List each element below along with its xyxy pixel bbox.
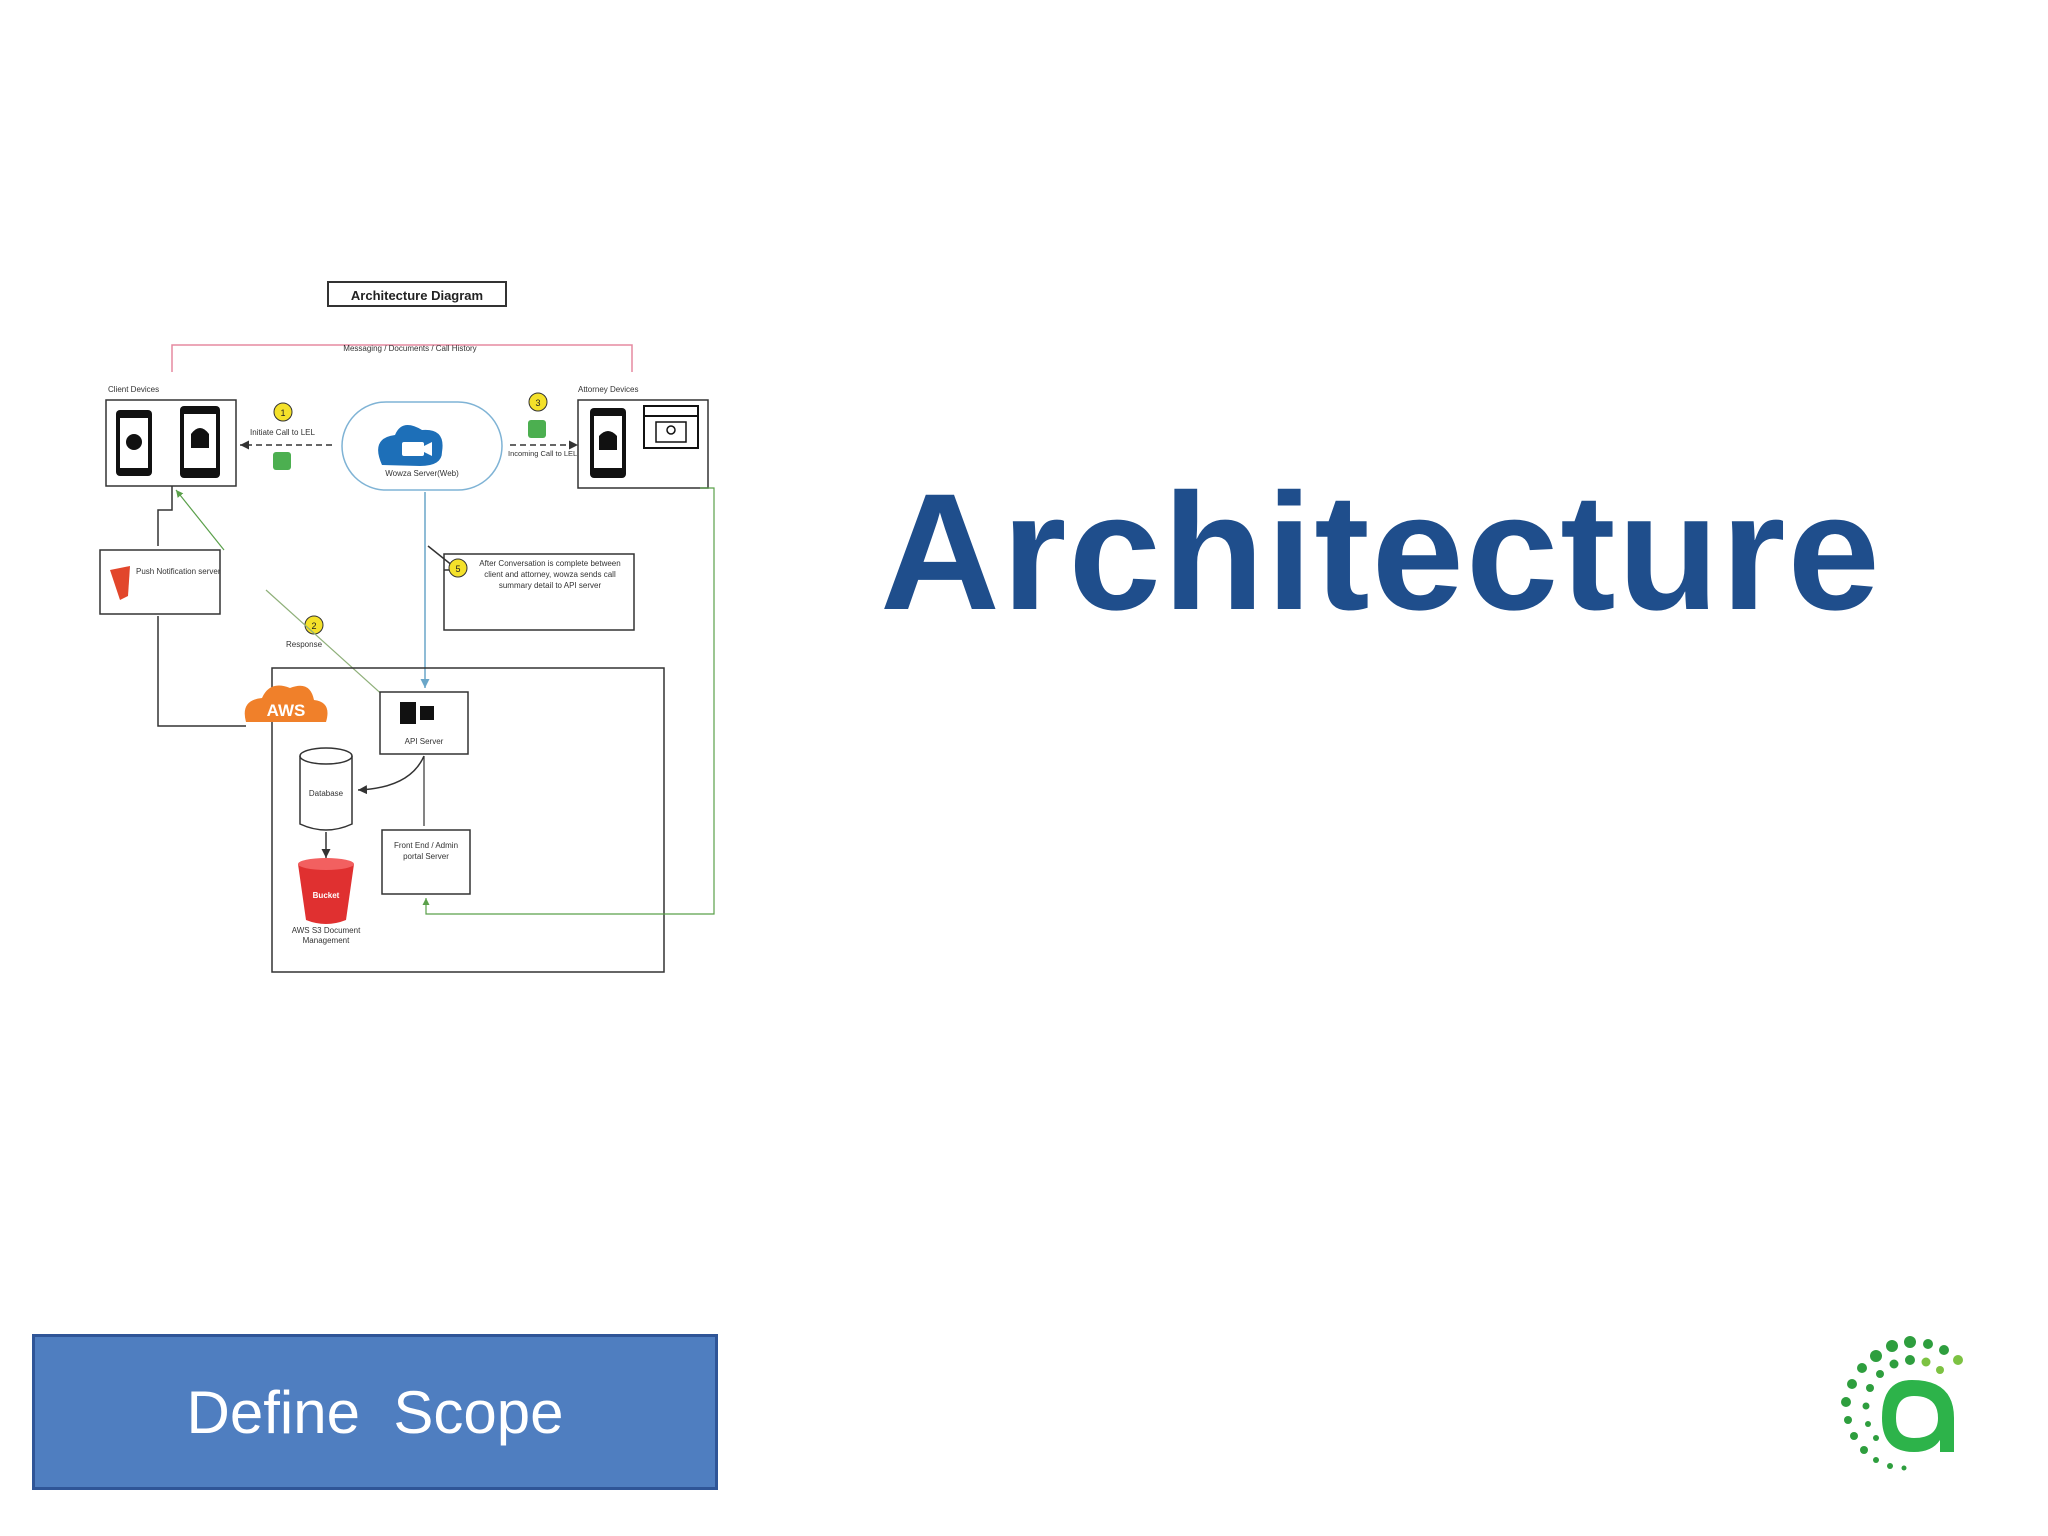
api-icon	[400, 702, 416, 724]
top-link-label: Messaging / Documents / Call History	[343, 344, 476, 353]
api-server-box	[379, 691, 469, 755]
incoming-call-label: Incoming Call to LEL	[508, 449, 577, 458]
diagram-title: Architecture Diagram	[351, 288, 483, 303]
phone-icon	[273, 452, 291, 470]
frontend-label: Front End / Admin portal Server	[393, 841, 459, 861]
note-box	[443, 553, 635, 631]
database-label: Database	[309, 789, 344, 798]
s3-label: AWS S3 Document Management	[291, 926, 361, 945]
phone-icon-2	[528, 420, 546, 438]
slide-title: Architecture	[880, 460, 1882, 645]
bucket-label: Bucket	[313, 891, 340, 900]
push-server-label: Push Notification server	[136, 567, 221, 576]
s3-bucket-icon	[298, 864, 354, 924]
attorney-to-frontend-link	[422, 487, 715, 915]
svg-text:3: 3	[535, 398, 540, 408]
company-logo	[1830, 1330, 1990, 1490]
logo-letter-a	[1882, 1380, 1954, 1452]
firebase-icon	[110, 566, 130, 600]
diagram-title-box	[327, 281, 507, 307]
svg-text:1: 1	[280, 408, 285, 418]
aws-container	[271, 667, 665, 973]
svg-text:2: 2	[311, 621, 316, 631]
database-icon	[299, 756, 353, 831]
architecture-diagram: Architecture Diagram Messaging / Documen…	[90, 270, 750, 980]
note-text: After Conversation is complete between c…	[479, 559, 621, 590]
initiate-call-label: Initiate Call to LEL	[250, 428, 315, 437]
android-icon	[191, 428, 209, 448]
apple-icon	[126, 434, 142, 450]
attorney-devices-label: Attorney Devices	[578, 385, 638, 394]
define-scope-button[interactable]: Define Scope	[32, 1334, 718, 1490]
push-link	[157, 486, 173, 546]
aws-cloud-icon	[244, 685, 328, 722]
response-label: Response	[286, 640, 323, 649]
api-server-label: API Server	[405, 737, 444, 746]
response-link	[265, 589, 387, 699]
frontend-box	[381, 829, 471, 895]
define-scope-label: Define Scope	[186, 1378, 564, 1446]
server-label: Wowza Server(Web)	[385, 469, 459, 478]
messaging-link	[171, 344, 633, 372]
aws-label: AWS	[267, 701, 306, 720]
logo-dots	[1841, 1336, 1963, 1471]
svg-text:5: 5	[455, 564, 460, 574]
client-devices-label: Client Devices	[108, 385, 159, 394]
